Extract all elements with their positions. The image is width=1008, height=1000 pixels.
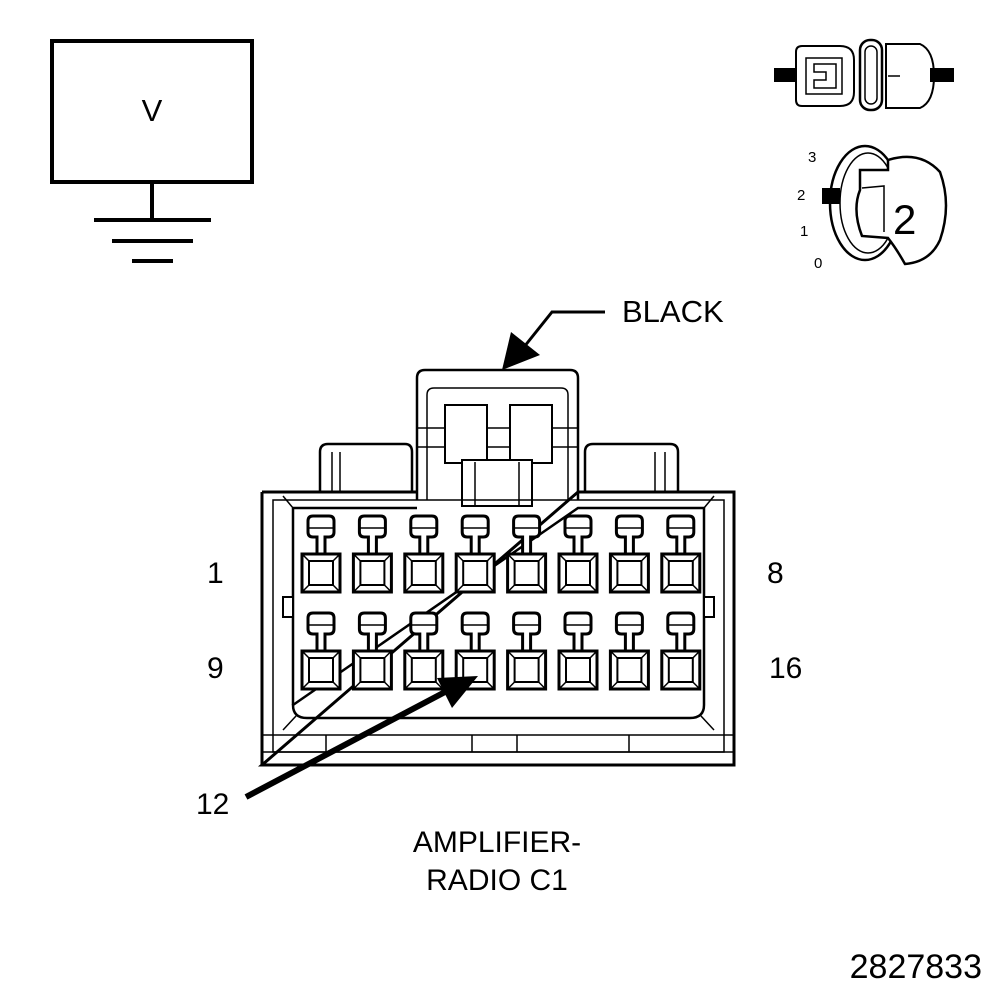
pin-label-1: 1 — [207, 557, 224, 590]
connector-plug-icon — [774, 38, 954, 112]
pin-cavity-3 — [403, 514, 445, 594]
pin-cavity-6 — [557, 514, 599, 594]
key-position-2: 2 — [797, 187, 805, 204]
key-position-1: 1 — [800, 223, 808, 240]
pin-cavity-8 — [660, 514, 702, 594]
pin-cavity-11 — [403, 611, 445, 691]
key-position-3: 3 — [808, 149, 816, 166]
connector-color-label: BLACK — [622, 294, 724, 329]
key-position-0: 0 — [814, 255, 822, 272]
pin-label-16: 16 — [769, 652, 802, 685]
color-label-arrow — [502, 310, 605, 370]
key-label: 2 — [893, 196, 916, 243]
connector-body — [257, 368, 736, 767]
pin-cavity-4 — [454, 514, 496, 594]
pin-cavity-1 — [300, 514, 342, 594]
ground-icon — [94, 182, 211, 263]
pin-label-9: 9 — [207, 652, 224, 685]
pin-cavity-14 — [557, 611, 599, 691]
ignition-key-switch-icon: 3 2 1 0 2 — [797, 144, 948, 272]
pin-cavity-5 — [506, 514, 548, 594]
connector-name-line2: RADIO C1 — [426, 864, 568, 897]
pin-cavity-9 — [300, 611, 342, 691]
pin-cavity-13 — [506, 611, 548, 691]
pin-cavity-2 — [351, 514, 393, 594]
voltmeter: V — [50, 39, 254, 263]
pin-label-8: 8 — [767, 557, 784, 590]
key-position-marker — [822, 188, 840, 204]
pin-cavity-10 — [351, 611, 393, 691]
pin-cavity-16 — [660, 611, 702, 691]
figure-number: 2827833 — [850, 948, 982, 986]
pointer-pin-label: 12 — [196, 788, 229, 821]
pin-pointer-arrow — [244, 676, 478, 800]
connector-name-line1: AMPLIFIER- — [413, 826, 581, 859]
pin-cavity-15 — [608, 611, 650, 691]
connector-pins — [300, 514, 702, 691]
voltmeter-symbol: V — [142, 93, 163, 128]
pin-cavity-7 — [608, 514, 650, 594]
